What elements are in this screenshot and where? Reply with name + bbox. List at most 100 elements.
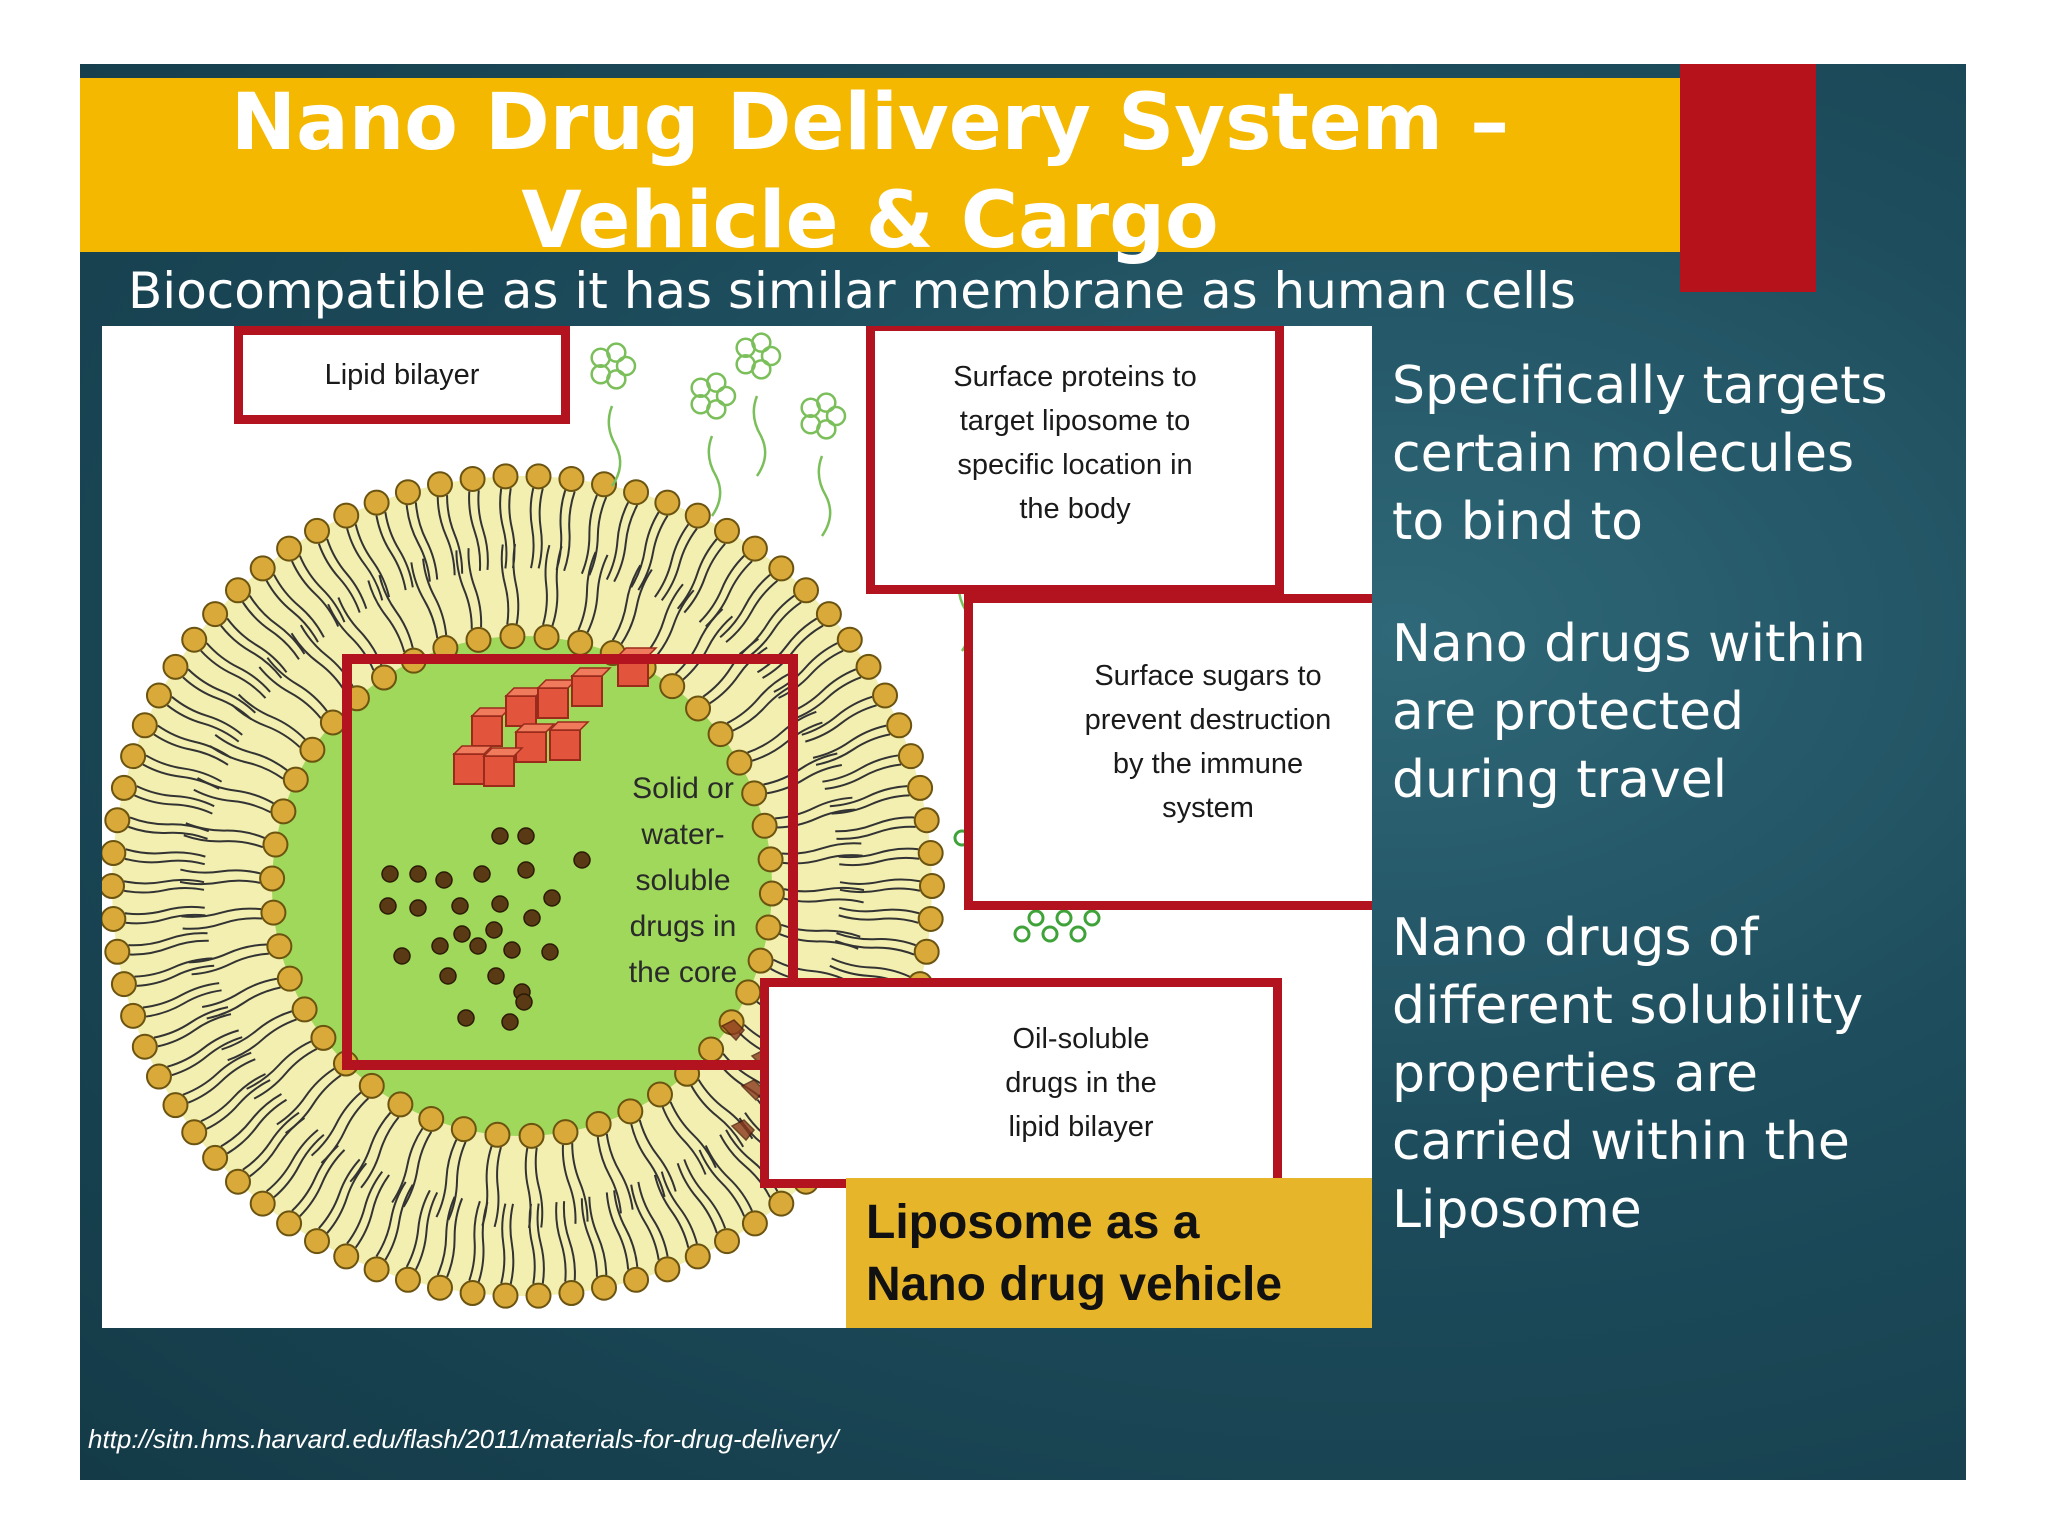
lipid-tail bbox=[660, 527, 698, 601]
lipid-head-outer bbox=[886, 712, 913, 739]
lipid-head-outer bbox=[224, 1168, 251, 1195]
title-line-1: Nano Drug Delivery System – bbox=[230, 78, 1510, 168]
lipid-tail bbox=[298, 555, 346, 623]
lipid-tail bbox=[630, 1184, 660, 1260]
lipid-tail bbox=[637, 1181, 669, 1257]
lipid-tail bbox=[167, 1029, 239, 1068]
lipid-head-outer bbox=[654, 1256, 681, 1283]
lipid-tail bbox=[422, 558, 448, 636]
lipid-tail bbox=[206, 986, 281, 1020]
lipid-head-outer bbox=[459, 1280, 486, 1307]
lipid-tail bbox=[698, 555, 745, 623]
lipid-tail bbox=[683, 543, 726, 614]
lipid-tail bbox=[226, 1098, 288, 1155]
lipid-head-outer bbox=[459, 465, 486, 492]
drug-cube-top bbox=[570, 667, 612, 677]
lipid-tail bbox=[652, 589, 695, 661]
lipid-tail bbox=[644, 583, 684, 656]
lipid-tail bbox=[447, 1141, 467, 1221]
callout-oil-line-3: lipid bilayer bbox=[1008, 1111, 1154, 1143]
lipid-head-inner bbox=[418, 1105, 445, 1132]
source-link[interactable]: http://sitn.hms.harvard.edu/flash/2011/m… bbox=[88, 1424, 839, 1454]
drug-dot bbox=[515, 993, 533, 1011]
lipid-tail bbox=[182, 676, 252, 721]
red-accent-tab bbox=[1680, 64, 1816, 292]
core-label-line-2: water- bbox=[641, 818, 725, 851]
lipid-tail bbox=[831, 794, 910, 815]
lipid-tail bbox=[537, 488, 544, 569]
lipid-tail bbox=[669, 1101, 717, 1169]
lipid-head-outer bbox=[793, 577, 820, 604]
protein-head-loop bbox=[706, 372, 727, 393]
lipid-tail bbox=[124, 857, 206, 866]
lipid-head-outer bbox=[741, 535, 768, 562]
lipid-tail bbox=[242, 1111, 300, 1171]
drug-dot bbox=[473, 865, 491, 883]
lipid-tail bbox=[683, 1159, 727, 1229]
lipid-tail bbox=[674, 608, 724, 675]
side-point-3-line-4: carried within the bbox=[1392, 1112, 1850, 1172]
core-label-line-4: drugs in bbox=[629, 910, 737, 943]
lipid-tail bbox=[317, 543, 361, 613]
lipid-tail bbox=[698, 1149, 746, 1217]
lipid-tail bbox=[512, 543, 520, 625]
side-point-1-line-2: certain molecules bbox=[1392, 424, 1855, 484]
lipid-tail bbox=[182, 1051, 252, 1096]
lipid-tail bbox=[561, 1144, 577, 1224]
lipid-head-inner bbox=[567, 629, 594, 656]
lipid-tail bbox=[586, 554, 609, 633]
drug-dot bbox=[379, 897, 397, 915]
lipid-tail bbox=[391, 1127, 424, 1203]
lipid-tail bbox=[829, 785, 908, 808]
drug-dot bbox=[517, 861, 535, 879]
side-point-3-line-1: Nano drugs of bbox=[1392, 908, 1759, 968]
drug-dot bbox=[517, 827, 535, 845]
lipid-head-outer bbox=[333, 502, 360, 529]
lipid-tail bbox=[246, 1040, 312, 1090]
lipid-head-outer bbox=[591, 471, 618, 498]
lipid-tail bbox=[661, 1106, 707, 1175]
lipid-tail bbox=[571, 1143, 589, 1222]
lipid-head-outer bbox=[304, 1228, 330, 1255]
lipid-tail bbox=[136, 964, 215, 987]
drug-dot bbox=[469, 937, 487, 955]
lipid-tail bbox=[220, 625, 283, 679]
lipid-tail bbox=[145, 754, 223, 783]
lipid-tail bbox=[405, 1189, 431, 1268]
lipid-tail bbox=[562, 1201, 576, 1281]
callout-surface-sugars: Surface sugars to prevent destruction by… bbox=[964, 594, 1372, 910]
water-soluble-drug-dots bbox=[379, 827, 591, 1031]
callout-sugars-line-3: by the immune bbox=[1112, 748, 1304, 780]
callout-lipid-bilayer-text: Lipid bilayer bbox=[324, 359, 480, 391]
callout-surface-proteins: Surface proteins to target liposome to s… bbox=[866, 326, 1284, 594]
lipid-tail bbox=[220, 1093, 282, 1148]
lipid-tail bbox=[349, 1111, 392, 1183]
lipid-head-outer bbox=[426, 1274, 453, 1301]
lipid-tail bbox=[775, 796, 853, 820]
lipid-tail bbox=[134, 794, 213, 815]
lipid-tail bbox=[242, 601, 300, 660]
drug-dot bbox=[439, 967, 457, 985]
lipid-tail bbox=[276, 1067, 335, 1126]
slide-subtitle: Biocompatible as it has similar membrane… bbox=[128, 262, 1576, 320]
lipid-head-outer bbox=[836, 626, 863, 653]
lipid-head-outer bbox=[110, 971, 137, 998]
lipid-tail bbox=[402, 1131, 433, 1208]
protein-stem bbox=[752, 395, 767, 477]
lipid-tail bbox=[221, 1010, 293, 1051]
callout-oil-line-2: drugs in the bbox=[1005, 1067, 1157, 1099]
lipid-head-outer bbox=[102, 905, 127, 932]
lipid-tail bbox=[792, 676, 862, 721]
lipid-tail bbox=[153, 733, 229, 766]
lipid-head-outer bbox=[714, 1228, 740, 1255]
lipid-head-outer bbox=[202, 601, 229, 628]
lipid-tail bbox=[555, 1202, 567, 1282]
callout-proteins-line-3: specific location in bbox=[957, 449, 1193, 481]
core-label-line-3: soluble bbox=[635, 864, 731, 897]
lipid-tail bbox=[185, 822, 265, 839]
lipid-tail bbox=[524, 1147, 532, 1229]
side-point-3-line-2: different solubility bbox=[1392, 976, 1864, 1036]
lipid-head-inner bbox=[291, 996, 318, 1023]
lipid-head-inner bbox=[450, 1116, 477, 1143]
lipid-tail bbox=[637, 515, 669, 591]
